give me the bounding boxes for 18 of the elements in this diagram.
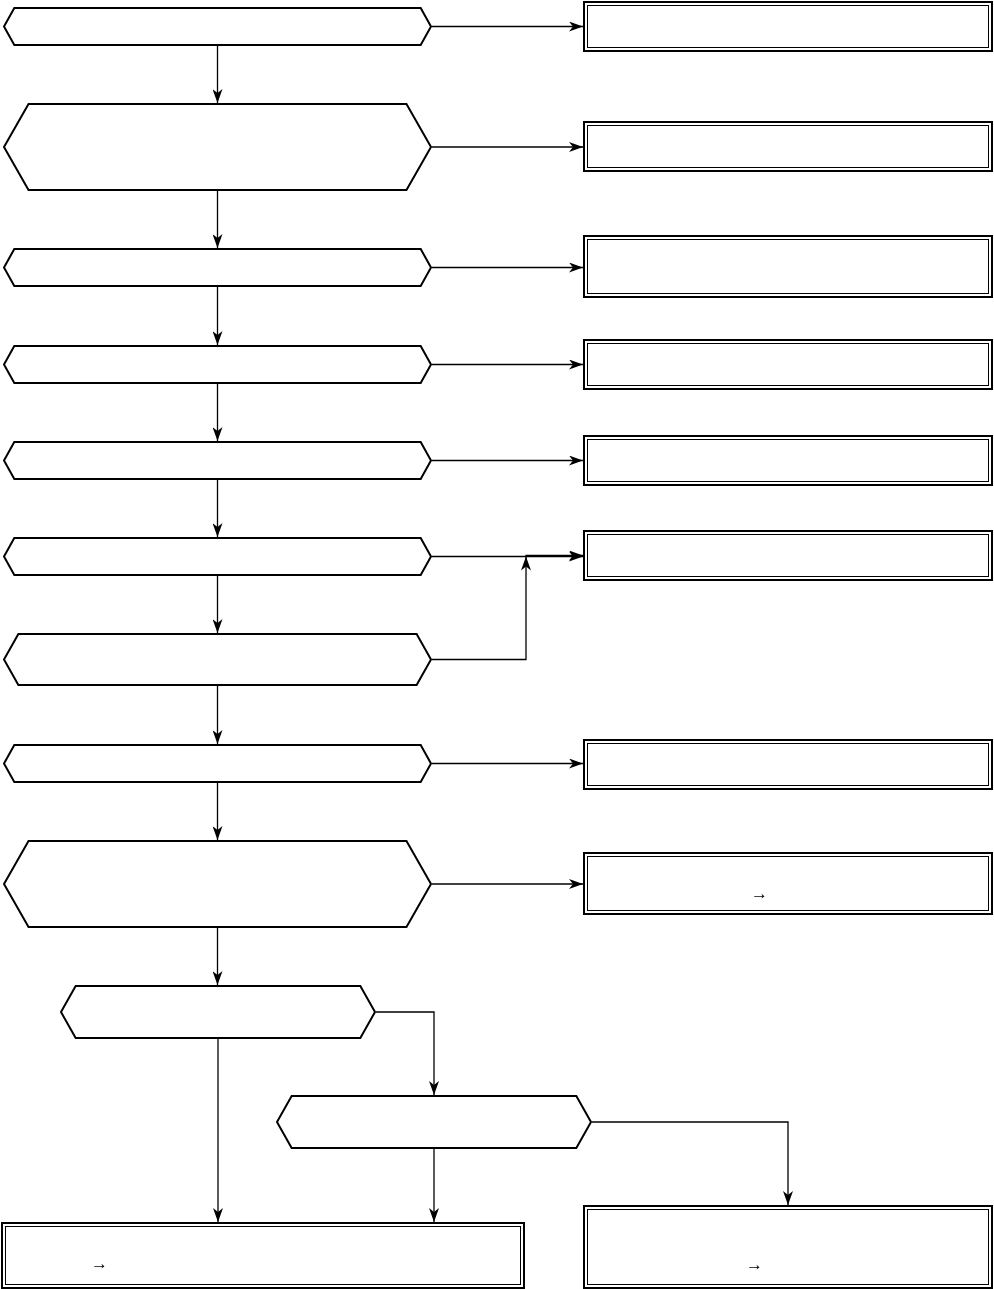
- double-border-box: [583, 435, 993, 486]
- arrow-symbol: →: [746, 1256, 763, 1274]
- double-border-box: [1, 1222, 525, 1289]
- double-border-box: [583, 1, 993, 52]
- double-border-box: [583, 739, 993, 790]
- decision-hexagon: [60, 985, 376, 1039]
- double-border-box: [583, 235, 993, 298]
- arrow-symbol: →: [751, 885, 768, 903]
- decision-hexagon: [3, 840, 432, 928]
- double-border-box: [583, 121, 993, 172]
- double-border-box: [583, 1205, 993, 1289]
- decision-hexagon: [3, 633, 432, 686]
- arrow-symbol: →: [91, 1255, 108, 1273]
- double-border-box: [583, 852, 993, 915]
- decision-hexagon: [276, 1095, 592, 1149]
- double-border-box: [583, 530, 993, 581]
- double-border-box: [583, 339, 993, 390]
- decision-hexagon: [3, 103, 432, 191]
